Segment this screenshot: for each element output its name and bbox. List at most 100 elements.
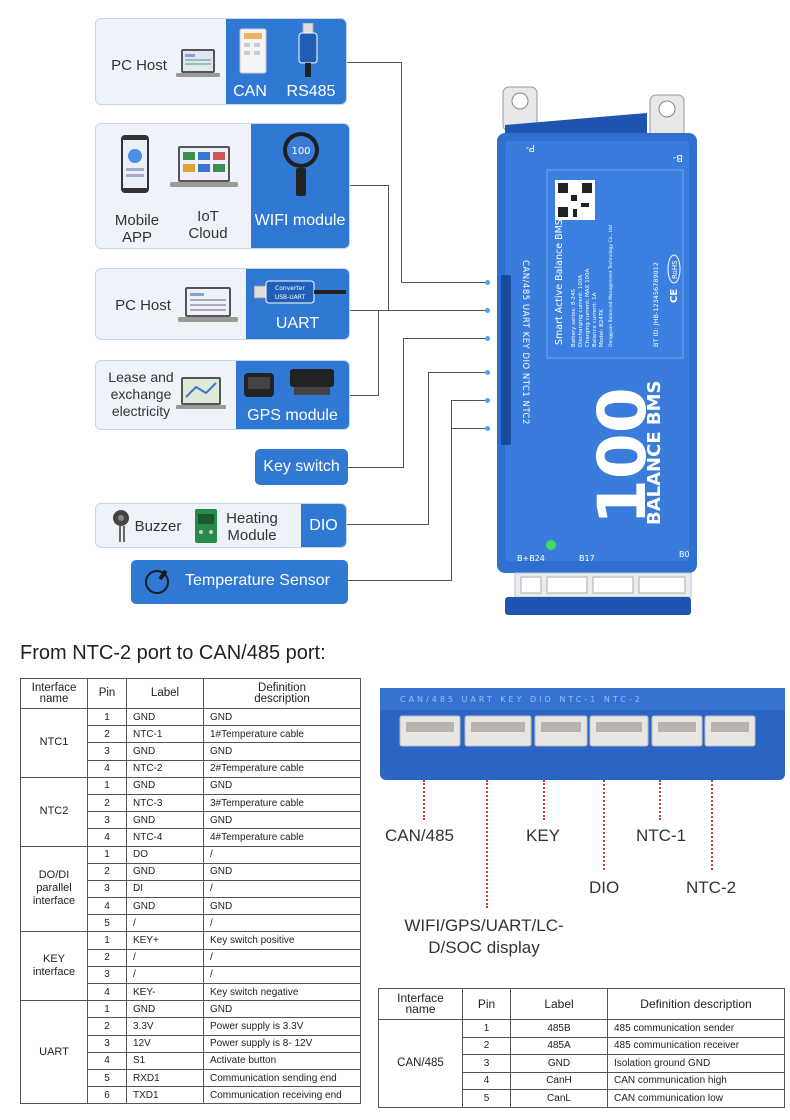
- gps-module-label: GPS module: [247, 407, 338, 424]
- header-interface-name: Interface name: [20, 678, 88, 709]
- pc-host-can-card: PC Host CAN RS485: [95, 18, 347, 105]
- definition-cell: 485 communication sender: [607, 1019, 785, 1038]
- pin-cell: 4: [87, 759, 127, 778]
- wire: [348, 185, 388, 186]
- pin-cell: 3: [87, 811, 127, 830]
- pin-cell: 1: [87, 931, 127, 950]
- definition-cell: GND: [203, 1000, 361, 1019]
- mobile-app-label: Mobile APP: [114, 212, 160, 246]
- pin-cell: 3: [462, 1054, 511, 1073]
- pin-cell: 3: [87, 879, 127, 899]
- label-cell: GND: [126, 811, 204, 830]
- definition-cell: Isolation ground GND: [607, 1054, 785, 1073]
- label-cell: GND: [126, 897, 204, 916]
- interface-name: KEY interface: [20, 931, 88, 1002]
- definition-cell: CAN communication high: [607, 1071, 785, 1090]
- pin-cell: 5: [87, 914, 127, 933]
- port-dot: [485, 280, 490, 285]
- definition-cell: Communication receiving end: [203, 1086, 361, 1105]
- pin-cell: 1: [87, 1000, 127, 1019]
- label-cell: NTC-1: [126, 725, 204, 744]
- table-row: 3 GND GND: [21, 811, 361, 830]
- buzzer-icon: [113, 510, 129, 542]
- label-cell: /: [126, 948, 204, 967]
- laptop-icon: [178, 287, 238, 322]
- table-row: UART 1 GND GND: [20, 1000, 361, 1105]
- label-cell: 3.3V: [126, 1017, 204, 1036]
- definition-cell: 4#Temperature cable: [203, 828, 361, 847]
- dio-dashed-line: [603, 780, 605, 870]
- table-row: 2 485A 485 communication receiver: [379, 1036, 785, 1055]
- definition-cell: Activate button: [203, 1051, 361, 1070]
- definition-cell: 485 communication receiver: [607, 1036, 785, 1055]
- map-laptop-icon: [176, 377, 226, 409]
- pc-host-label: PC Host: [115, 297, 171, 314]
- pin-cell: 3: [87, 742, 127, 761]
- interface-name: UART: [20, 1000, 88, 1105]
- label-cell: DI: [126, 879, 204, 899]
- wire: [403, 338, 404, 468]
- pin-cell: 2: [87, 1017, 127, 1036]
- label-cell: KEY-: [126, 982, 204, 1002]
- header-pin: Pin: [462, 988, 511, 1020]
- svg-text:USB-UART: USB-UART: [275, 294, 306, 301]
- laptop-icon: [176, 49, 220, 77]
- table-row: 5 CanL CAN communication low: [379, 1089, 785, 1108]
- definition-cell: Key switch positive: [203, 931, 361, 950]
- pin-cell: 1: [87, 776, 127, 795]
- b-minus-label: B-: [672, 152, 683, 163]
- pin-cell: 5: [462, 1089, 511, 1108]
- svg-text:Converter: Converter: [275, 285, 305, 292]
- dio-card: Buzzer Heating Module DIO: [95, 503, 347, 548]
- pin-cell: 4: [87, 1051, 127, 1070]
- wire: [348, 580, 452, 581]
- label-cell: /: [126, 965, 204, 985]
- p-minus-label: P-: [525, 142, 535, 153]
- definition-cell: Power supply is 3.3V: [203, 1017, 361, 1036]
- can485-dashed-line: [423, 780, 425, 820]
- b17-label: B17: [579, 554, 595, 563]
- brand-name: BALANCE BMS: [644, 381, 665, 525]
- wifi-module-icon: 100: [283, 132, 319, 196]
- wire: [345, 62, 402, 63]
- pin-cell: 1: [462, 1019, 511, 1038]
- table-row: 4 NTC-2 2#Temperature cable: [21, 759, 361, 778]
- temperature-probe-icon: [145, 569, 169, 594]
- port-silkscreen: CAN/485 UART KEY DIO NTC-1 NTC-2: [400, 695, 643, 704]
- definition-cell: /: [203, 914, 361, 933]
- header-definition: Definition description: [607, 988, 785, 1020]
- wire: [401, 62, 402, 282]
- interface-name: CAN/485: [378, 1019, 463, 1108]
- pin-table: Interface name Pin Label Definition desc…: [20, 678, 361, 1105]
- label-cell: GND: [126, 776, 204, 795]
- table-row: 2 / /: [21, 948, 361, 967]
- tm-mark: TM: [638, 492, 648, 506]
- definition-cell: Key switch negative: [203, 982, 361, 1002]
- label-cell: S1: [126, 1051, 204, 1070]
- label-cell: 485B: [510, 1019, 608, 1038]
- definition-cell: 2#Temperature cable: [203, 759, 361, 778]
- label-cell: KEY+: [126, 931, 204, 950]
- definition-cell: /: [203, 845, 361, 864]
- table-row: 4 GND GND: [21, 897, 361, 916]
- wifi-card: Mobile APP IoT Cloud 100 WIFI module: [95, 123, 350, 249]
- company-line: Dongguan Balanced Management Technology …: [608, 225, 614, 347]
- label-cell: CanH: [510, 1071, 608, 1090]
- port-photo-graphic: CAN/485 UART KEY DIO NTC-1 NTC-2: [380, 688, 785, 780]
- table-row: 4 S1 Activate button: [21, 1051, 361, 1070]
- pin-cell: 3: [87, 1034, 127, 1053]
- definition-cell: CAN communication low: [607, 1089, 785, 1108]
- table-row: 3 GND Isolation ground GND: [379, 1054, 785, 1073]
- wire: [401, 282, 487, 283]
- definition-cell: GND: [203, 811, 361, 830]
- rs485-label: RS485: [286, 83, 336, 100]
- can-adapter-icon: [239, 28, 267, 74]
- label-cell: GND: [126, 707, 204, 727]
- dio-port-label: DIO: [589, 878, 620, 897]
- usb-rs485-icon: [298, 23, 318, 77]
- can485-port-label: CAN/485: [385, 826, 454, 845]
- temperature-sensor-label: Temperature Sensor: [185, 572, 330, 589]
- label-cell: GND: [126, 862, 204, 881]
- buzzer-label: Buzzer: [134, 518, 182, 535]
- port-dot: [485, 336, 490, 341]
